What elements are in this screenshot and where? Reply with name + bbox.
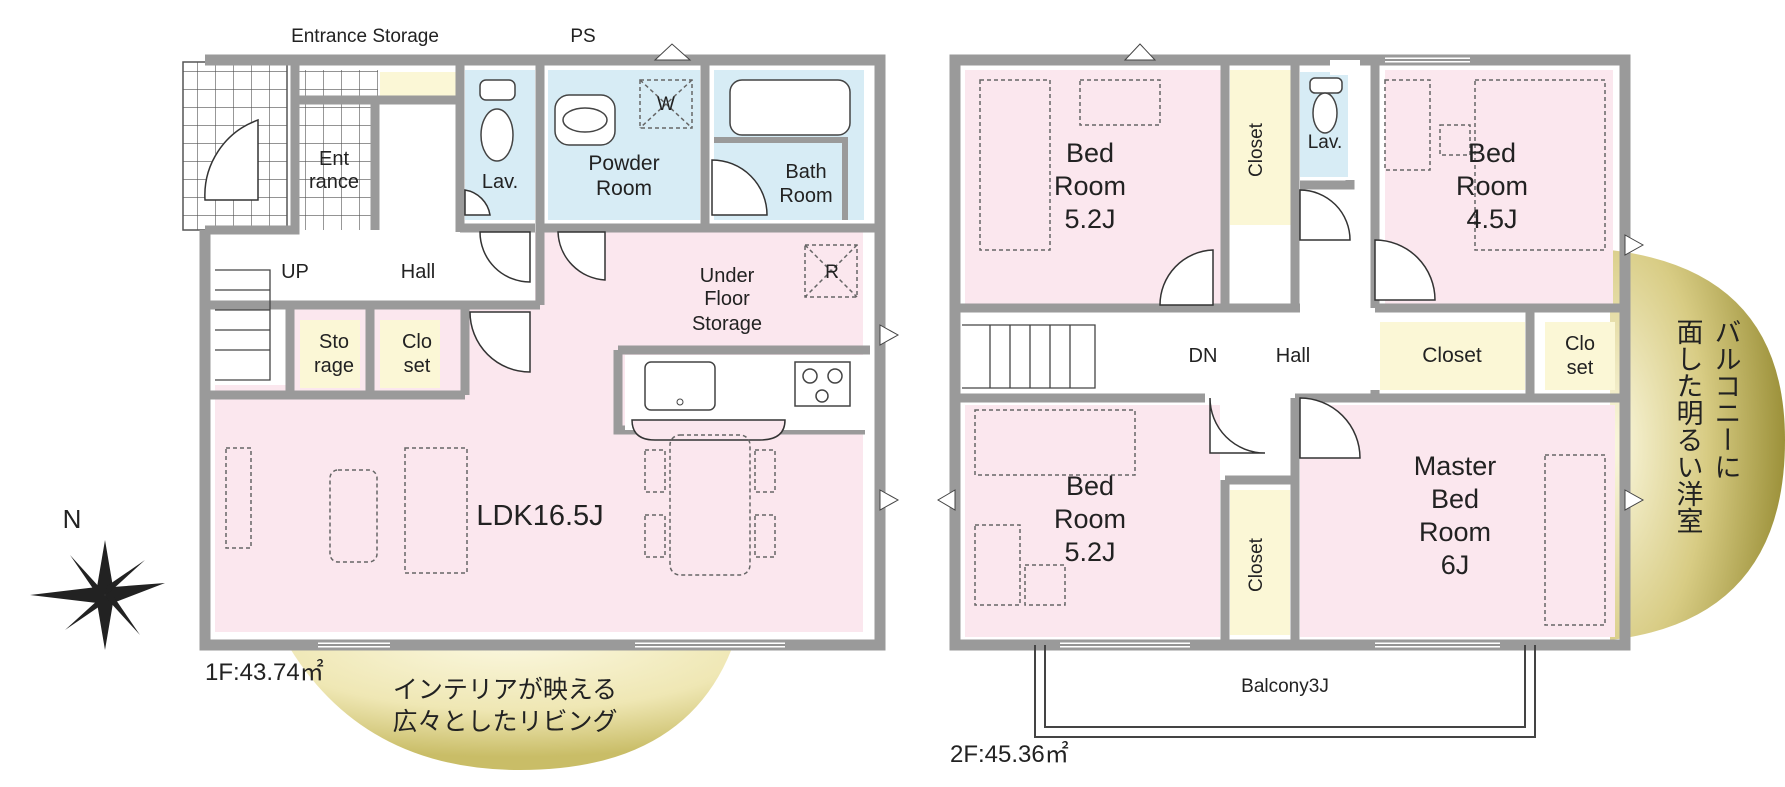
entrance-label-2: rance: [309, 171, 359, 193]
up-label: UP: [281, 261, 309, 283]
under-floor-label-1: Under: [700, 265, 755, 287]
master-label-4: 6J: [1441, 550, 1470, 580]
bed-nw-label-3: 5.2J: [1064, 204, 1115, 234]
fridge-label: R: [825, 262, 839, 283]
bed-nw-label-1: Bed: [1066, 138, 1114, 168]
callout-shape-1f: [285, 640, 735, 770]
bed-ne-label-1: Bed: [1468, 138, 1516, 168]
master-label-1: Master: [1414, 451, 1497, 481]
powder-room-label-1: Powder: [588, 152, 659, 175]
entrance-storage-label: Entrance Storage: [291, 26, 439, 47]
powder-room-label-2: Room: [596, 177, 652, 200]
bath-room-label-2: Room: [779, 185, 832, 207]
closet-small-label-2: set: [1567, 357, 1594, 379]
hall-1f-label: Hall: [401, 261, 435, 283]
closet-1f-label-1: Clo: [402, 331, 432, 353]
bed-sw-label-2: Room: [1054, 504, 1126, 534]
north-label: N: [63, 504, 82, 534]
bed-ne-label-2: Room: [1456, 171, 1528, 201]
callout-1f-line-2: 広々としたリビング: [392, 707, 617, 736]
closet-1f-label-2: set: [404, 355, 431, 377]
entrance-label-1: Ent: [319, 148, 349, 170]
storage-label-1: Sto: [319, 331, 349, 353]
dn-label: DN: [1189, 345, 1218, 367]
floor-2: [937, 43, 1645, 738]
washer-label: W: [657, 94, 675, 115]
floor1-area: 1F:43.74㎡: [205, 659, 324, 686]
closet-mid-label: Closet: [1422, 344, 1482, 367]
closet-small-label-1: Clo: [1565, 333, 1595, 355]
lav-1f-label: Lav.: [482, 171, 518, 193]
callout-2f-line-2: 面した明るい洋室: [1672, 318, 1703, 534]
ldk-label: LDK16.5J: [476, 500, 603, 532]
callout-shape-2f: [1610, 250, 1785, 640]
callout-1f-line-1: インテリアが映える: [393, 675, 617, 704]
floor2-area: 2F:45.36㎡: [950, 741, 1069, 768]
under-floor-label-3: Storage: [692, 313, 762, 335]
bed-nw-label-2: Room: [1054, 171, 1126, 201]
under-floor-label-2: Floor: [704, 288, 750, 310]
callout-2f-line-1: バルコニーに: [1710, 318, 1741, 480]
compass-rose: [30, 540, 165, 650]
closet-nw-label: Closet: [1246, 122, 1267, 177]
closet-sw-label: Closet: [1246, 537, 1267, 592]
master-label-3: Room: [1419, 517, 1491, 547]
balcony-label: Balcony3J: [1241, 676, 1329, 697]
bed-sw-label-3: 5.2J: [1064, 537, 1115, 567]
hall-2f-label: Hall: [1276, 345, 1310, 367]
storage-label-2: rage: [314, 355, 354, 377]
bed-ne-label-3: 4.5J: [1466, 204, 1517, 234]
bath-room-label-1: Bath: [785, 161, 826, 183]
floor-1: [182, 43, 900, 651]
master-label-2: Bed: [1431, 484, 1479, 514]
lav-2f-label: Lav.: [1308, 132, 1343, 153]
ps-label: PS: [570, 26, 595, 47]
bed-sw-label-1: Bed: [1066, 471, 1114, 501]
